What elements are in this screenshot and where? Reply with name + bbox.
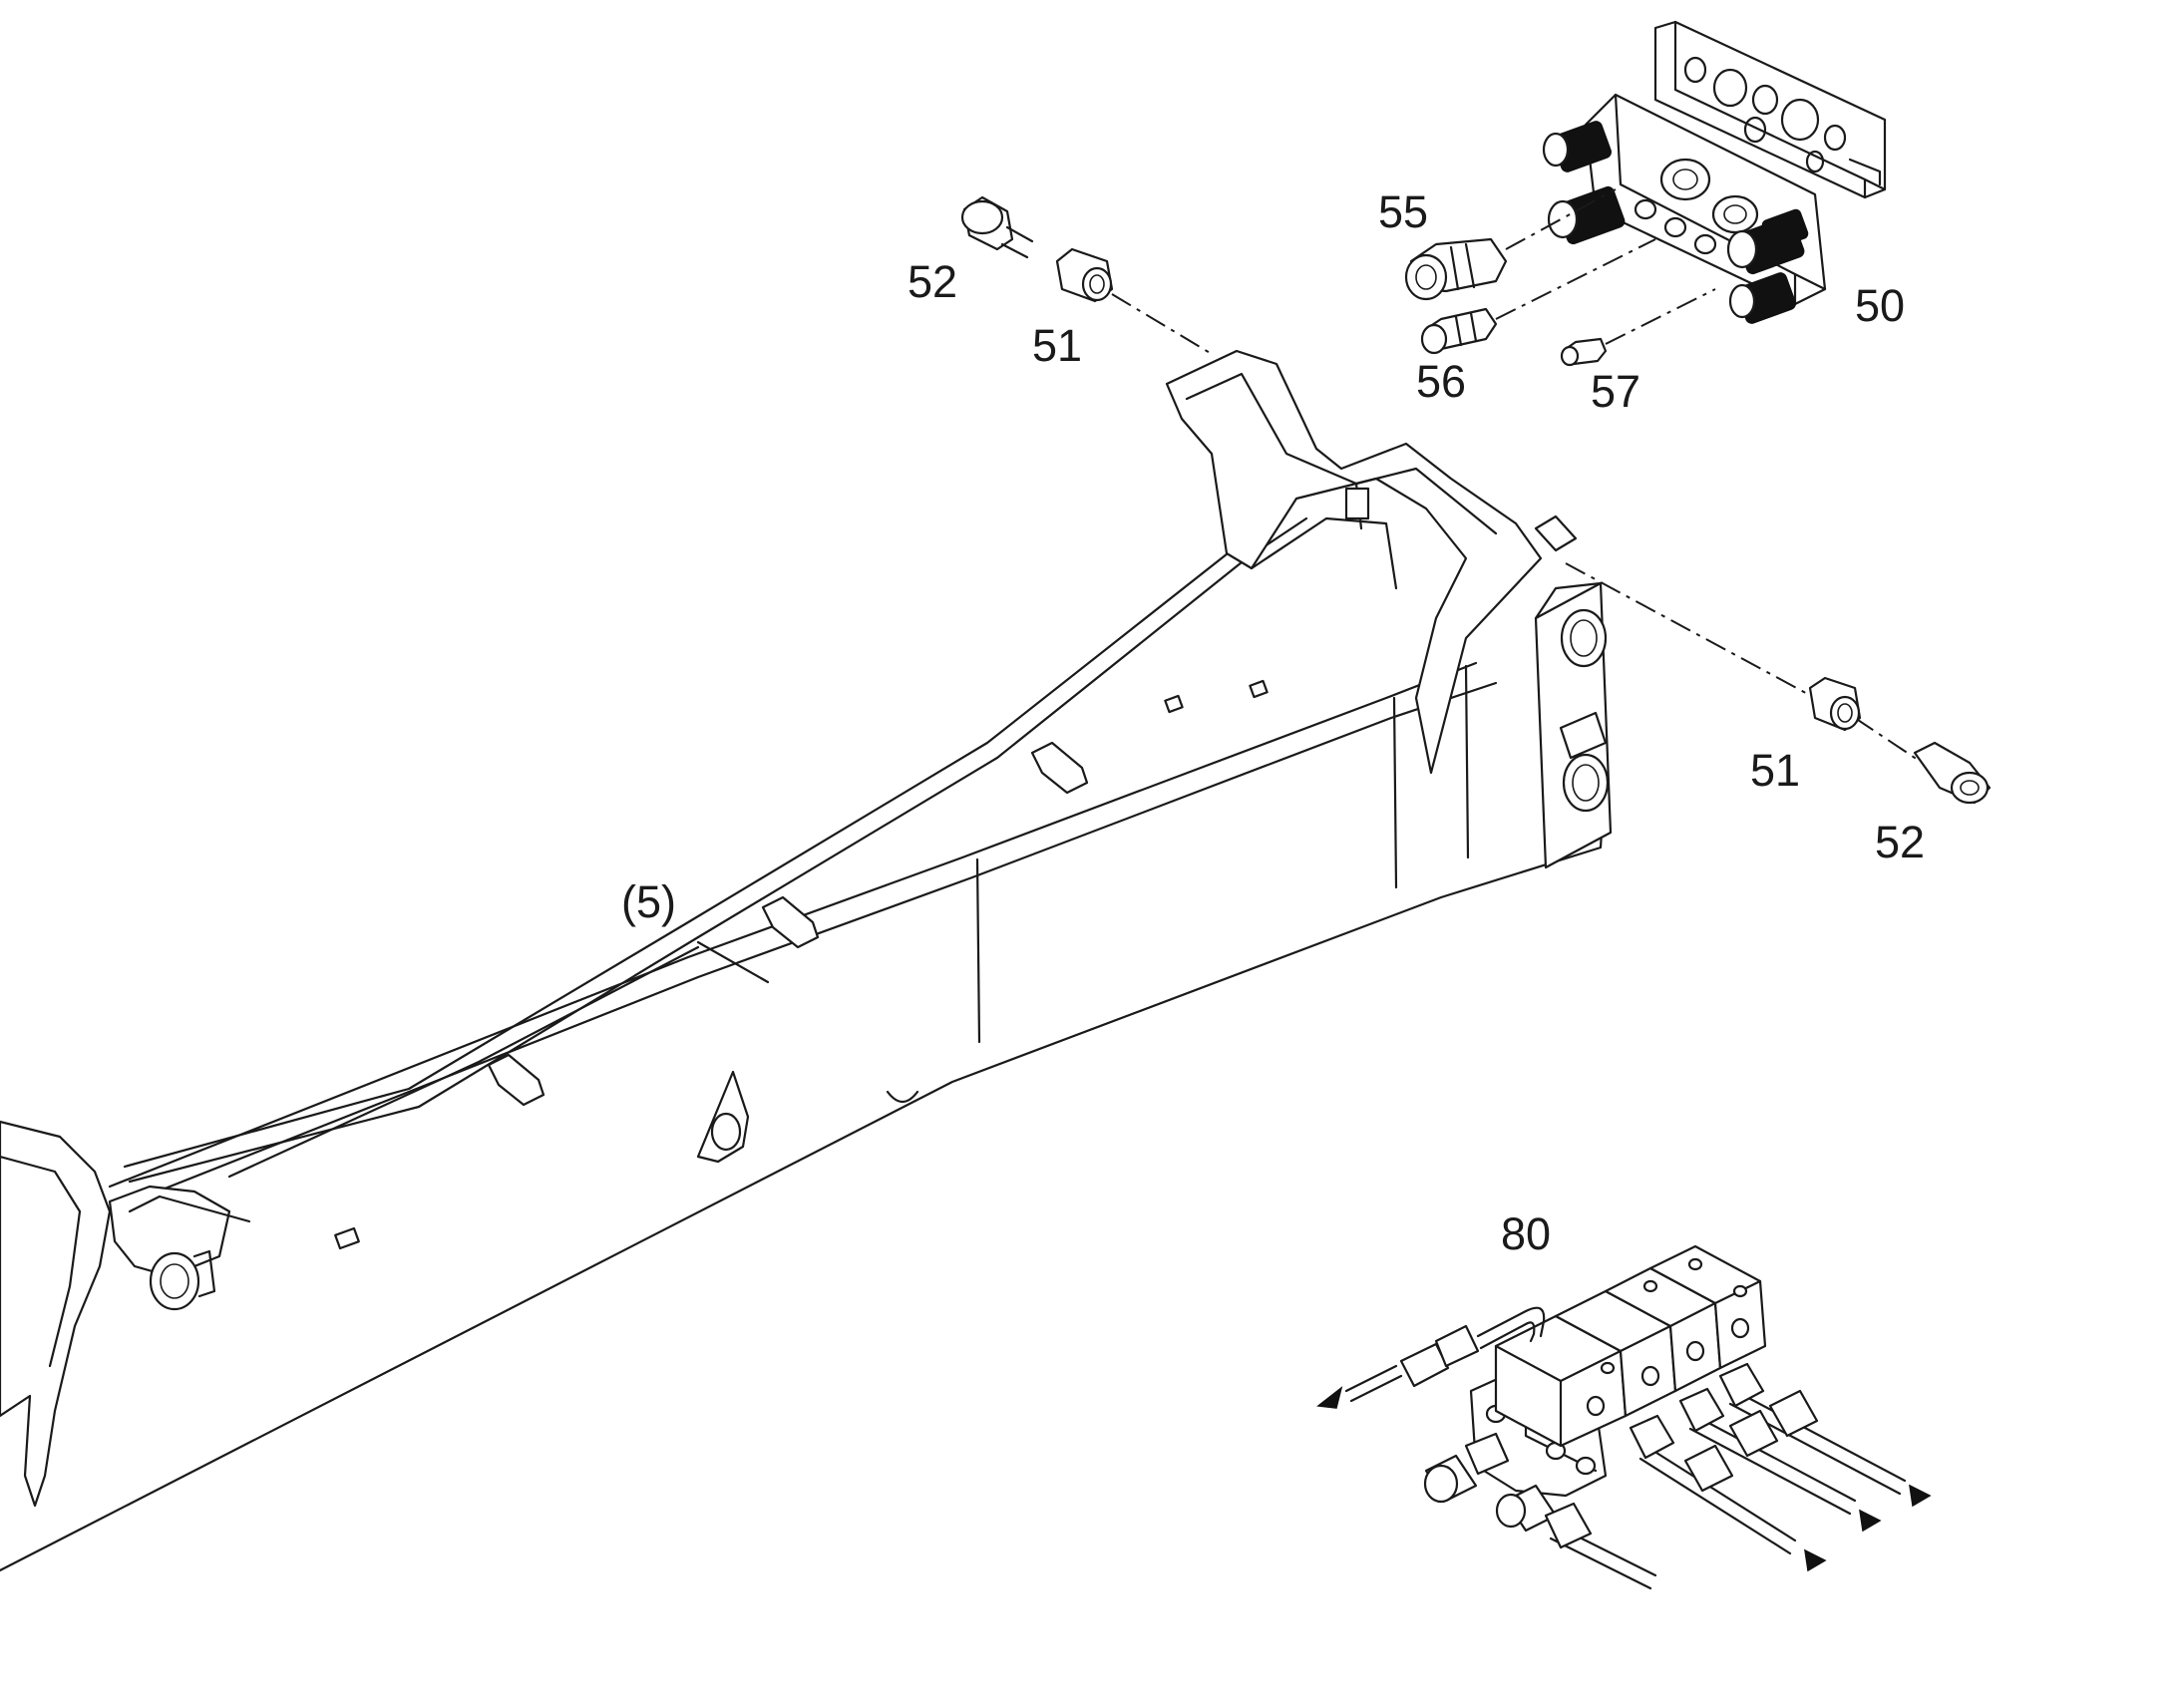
part-51-bushing-right <box>1808 676 1862 732</box>
callout-52-top: 52 <box>908 256 957 307</box>
callout-50: 50 <box>1855 280 1905 331</box>
callout-51-top: 51 <box>1032 320 1082 371</box>
callout-56: 56 <box>1416 356 1466 407</box>
boom-assembly <box>0 349 1613 1572</box>
part-52-bolt-top <box>960 195 1034 259</box>
part-50-valve-block <box>1542 20 1887 324</box>
callout-80: 80 <box>1501 1208 1551 1259</box>
callout-55: 55 <box>1378 186 1428 237</box>
part-57-fitting <box>1560 337 1608 367</box>
centerline-55 <box>1505 188 1617 250</box>
part-56-fitting <box>1420 307 1498 355</box>
centerline-56 <box>1495 238 1656 320</box>
part-55-fitting <box>1404 237 1508 301</box>
centerline-top-pin <box>1111 293 1213 355</box>
part-51-bushing-top <box>1055 247 1114 303</box>
centerline-57 <box>1605 288 1716 345</box>
callout-51-right: 51 <box>1750 745 1800 796</box>
callout-boom-ref: (5) <box>621 876 676 927</box>
part-52-bolt-right <box>1913 741 1992 805</box>
centerline-right-pin <box>1565 562 1931 769</box>
callout-57: 57 <box>1591 366 1640 417</box>
part-80-distributor <box>1316 1244 1932 1590</box>
callout-52-right: 52 <box>1875 817 1925 867</box>
